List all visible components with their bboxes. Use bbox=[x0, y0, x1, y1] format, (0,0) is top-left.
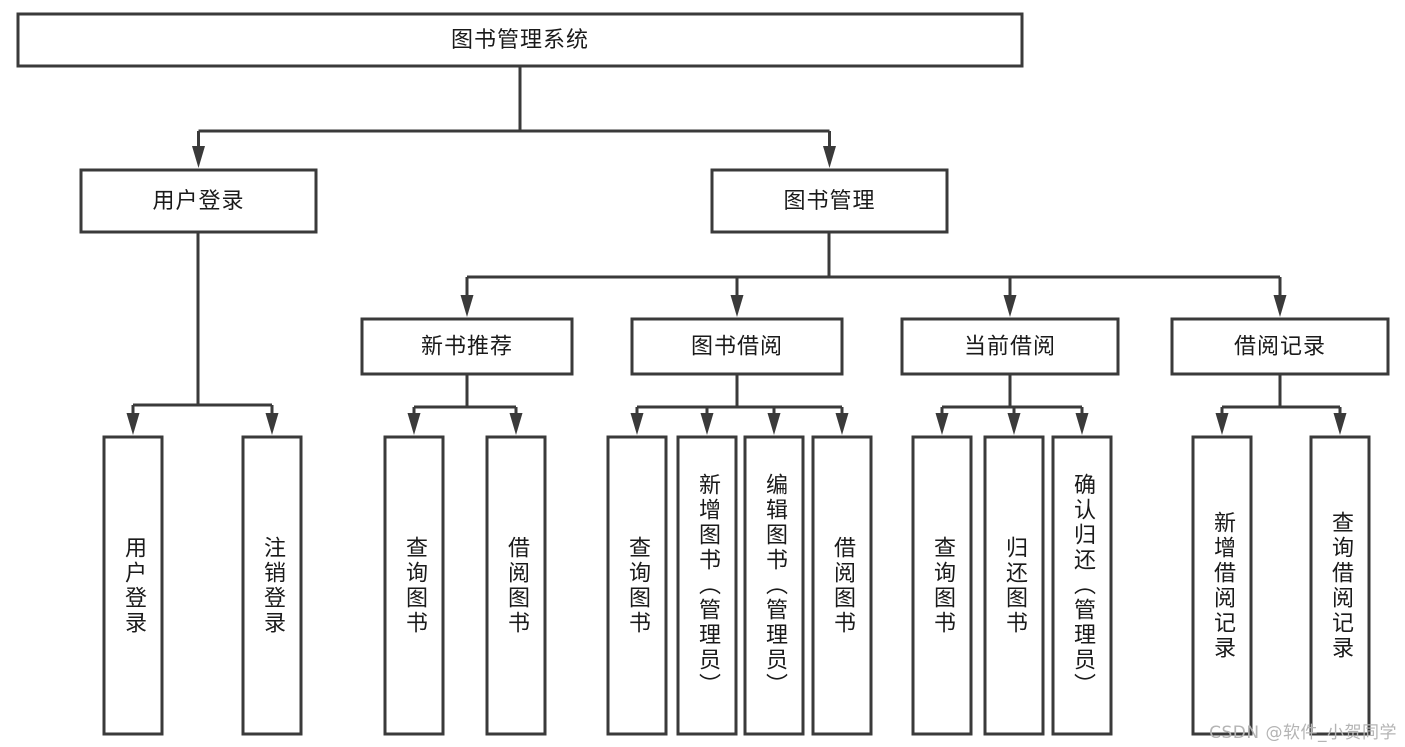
node-box-leaf-borrow-book-recommend[interactable] bbox=[485, 435, 547, 736]
node-box-leaf-add-book-admin[interactable] bbox=[676, 435, 738, 736]
node-box-leaf-edit-book-admin[interactable] bbox=[743, 435, 805, 736]
node-box-root[interactable] bbox=[16, 12, 1024, 68]
arrow-head-icon bbox=[823, 146, 836, 168]
arrow-head-icon bbox=[630, 413, 644, 435]
arrow-head-icon bbox=[835, 413, 849, 435]
node-box-leaf-add-borrow-record[interactable] bbox=[1191, 435, 1253, 736]
csdn-watermark: CSDN @软件_小贺同学 bbox=[1209, 723, 1397, 743]
node-label-book-management: 图书管理 bbox=[783, 189, 875, 214]
node-label-new-book-recommend: 新书推荐 bbox=[421, 335, 513, 360]
node-box-leaf-confirm-return-admin[interactable] bbox=[1051, 435, 1113, 736]
node-label-user-login: 用户登录 bbox=[152, 189, 244, 214]
arrow-head-icon bbox=[730, 295, 744, 317]
node-box-leaf-query-book-current[interactable] bbox=[911, 435, 973, 736]
node-box-book-borrow[interactable] bbox=[630, 317, 844, 376]
node-box-new-book-recommend[interactable] bbox=[360, 317, 574, 376]
arrow-head-icon bbox=[460, 295, 474, 317]
arrow-head-icon bbox=[407, 413, 421, 435]
connector-user-login-to-leaves bbox=[126, 232, 279, 435]
arrow-head-icon bbox=[1003, 295, 1017, 317]
node-box-leaf-return-book[interactable] bbox=[983, 435, 1045, 736]
node-label-book-borrow: 图书借阅 bbox=[691, 335, 783, 360]
node-box-leaf-query-borrow-record[interactable] bbox=[1309, 435, 1371, 736]
arrow-head-icon bbox=[192, 146, 205, 168]
node-box-leaf-query-book-recommend[interactable] bbox=[383, 435, 445, 736]
connector-borrow-record-to-leaves bbox=[1215, 374, 1347, 435]
node-box-book-management[interactable] bbox=[710, 168, 949, 234]
arrow-head-icon bbox=[126, 413, 140, 435]
connectors-layer bbox=[126, 66, 1347, 435]
arrow-head-icon bbox=[935, 413, 949, 435]
connector-root-to-level2 bbox=[192, 66, 836, 168]
connector-book-management-to-level3 bbox=[460, 232, 1287, 317]
arrow-head-icon bbox=[700, 413, 714, 435]
arrow-head-icon bbox=[1215, 413, 1229, 435]
node-box-borrow-record[interactable] bbox=[1170, 317, 1390, 376]
node-label-borrow-record: 借阅记录 bbox=[1234, 335, 1326, 360]
arrow-head-icon bbox=[1075, 413, 1089, 435]
boxes-layer bbox=[16, 12, 1390, 736]
connector-book-borrow-to-leaves bbox=[630, 374, 849, 435]
arrow-head-icon bbox=[767, 413, 781, 435]
arrow-head-icon bbox=[509, 413, 523, 435]
connector-new-book-recommend-to-leaves bbox=[407, 374, 523, 435]
arrow-head-icon bbox=[1333, 413, 1347, 435]
node-box-leaf-logout-login[interactable] bbox=[241, 435, 303, 736]
node-label-current-borrow: 当前借阅 bbox=[964, 335, 1056, 360]
node-label-root: 图书管理系统 bbox=[451, 28, 589, 53]
node-box-leaf-borrow-book[interactable] bbox=[811, 435, 873, 736]
node-box-leaf-query-book-borrow[interactable] bbox=[606, 435, 668, 736]
node-box-user-login[interactable] bbox=[79, 168, 318, 234]
arrow-head-icon bbox=[1273, 295, 1287, 317]
arrow-head-icon bbox=[1007, 413, 1021, 435]
node-box-leaf-user-login[interactable] bbox=[102, 435, 164, 736]
connector-current-borrow-to-leaves bbox=[935, 374, 1089, 435]
node-box-current-borrow[interactable] bbox=[900, 317, 1120, 376]
arrow-head-icon bbox=[265, 413, 279, 435]
